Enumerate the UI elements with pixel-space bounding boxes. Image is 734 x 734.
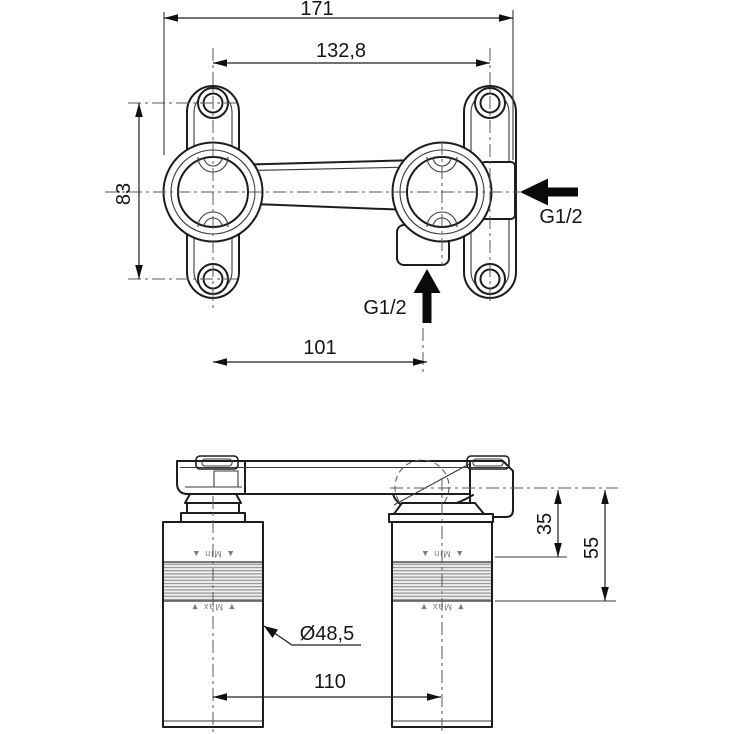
outlet-flow-annotation: G1/2 — [363, 269, 441, 323]
dim-label-hole-spacing: 132,8 — [316, 40, 366, 62]
outlet-thread-label: G1/2 — [363, 297, 406, 319]
inlet-thread-label: G1/2 — [539, 206, 582, 228]
top-view: 171 132,8 83 101 G1/2 — [105, 0, 583, 374]
dim-hole-spacing: 132,8 — [213, 40, 490, 67]
dim-diameter-callout: Ø48,5 — [263, 623, 361, 646]
right-neck — [388, 502, 494, 523]
dim-overall-width: 171 — [163, 0, 514, 160]
dim-label-min-depth: 35 — [534, 513, 556, 535]
max-marking-left: ▼ Max ▼ — [190, 602, 237, 612]
dim-center-distance: 110 — [213, 671, 441, 701]
front-view-centerlines — [212, 478, 618, 733]
dim-label-outlet-offset: 101 — [303, 337, 336, 359]
dim-outlet-offset: 101 — [213, 337, 427, 366]
top-view-centerlines — [105, 48, 520, 374]
dim-label-hole-height: 83 — [113, 183, 135, 205]
dim-label-diameter: Ø48,5 — [300, 623, 354, 645]
flow-arrow-inlet-icon — [520, 178, 548, 206]
dim-label-overall-width: 171 — [300, 0, 333, 20]
dim-label-center-distance: 110 — [314, 671, 346, 693]
left-screw-boss — [195, 455, 239, 470]
inlet-flow-annotation: G1/2 — [520, 178, 583, 228]
right-screw-boss — [466, 455, 510, 470]
dim-hole-height: 83 — [113, 103, 143, 279]
dim-label-max-depth: 55 — [581, 537, 603, 559]
dim-min-depth: 35 — [495, 490, 567, 558]
flow-arrow-outlet-icon — [413, 269, 441, 293]
front-view: ▲ Min ▲ ▼ Max ▼ ▲ Min ▲ ▼ Max ▼ 35 — [162, 455, 618, 733]
dim-max-depth: 55 — [495, 490, 616, 602]
